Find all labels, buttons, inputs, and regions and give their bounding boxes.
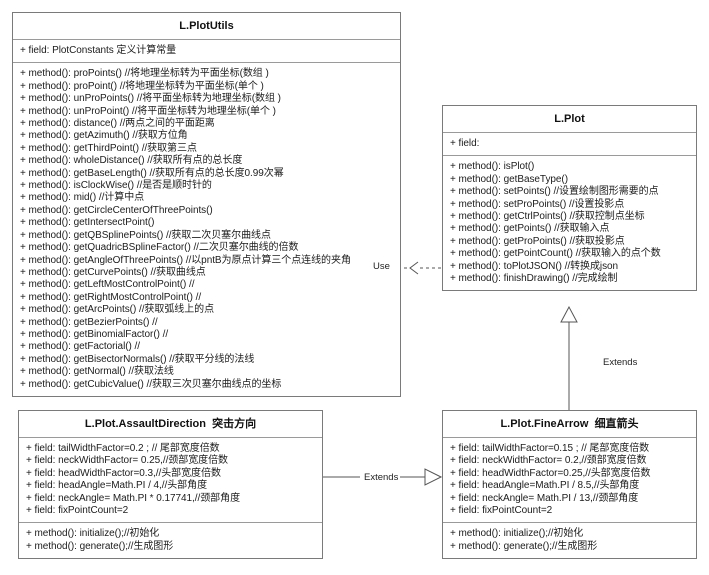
method-row: + method(): getFactorial() // [20, 341, 140, 353]
method-row: + method(): getNormal() //获取法线 [20, 366, 174, 378]
field-row: + field: headWidthFactor=0.25,//头部宽度倍数 [450, 467, 651, 479]
field-row: + field: fixPointCount=2 [26, 505, 129, 517]
method-row: + method(): getCtrlPoints() //获取控制点坐标 [450, 211, 645, 223]
field-row: + field: headAngle=Math.PI / 4,//头部角度 [26, 480, 208, 492]
method-row: + method(): isClockWise() //是否是顺时针的 [20, 180, 212, 192]
method-row: + method(): getIntersectPoint() [20, 217, 155, 229]
method-row: + method(): getPointCount() //获取输入的点个数 [450, 248, 661, 260]
method-row: + method(): toPlotJSON() //转换成json [450, 260, 619, 272]
connector-label-extends-assault: Extends [362, 472, 401, 483]
method-row: + method(): mid() //计算中点 [20, 192, 145, 204]
class-fields-plotutils: + field: PlotConstants 定义计算常量 [13, 40, 400, 64]
method-row: + method(): unProPoint() //将平面坐标转为地理坐标(单… [20, 105, 276, 117]
method-row: + method(): isPlot() [450, 161, 535, 173]
method-row: + method(): getArcPoints() //获取弧线上的点 [20, 304, 215, 316]
method-row: + method(): getBinomialFactor() // [20, 328, 169, 340]
field-row: + field: PlotConstants 定义计算常量 [20, 45, 177, 56]
method-row: + method(): getLeftMostControlPoint() // [20, 279, 195, 291]
field-row: + field: fixPointCount=2 [450, 505, 553, 517]
connector-label-extends-plot: Extends [601, 357, 640, 368]
method-row: + method(): getProPoints() //获取投影点 [450, 235, 625, 247]
method-row: + method(): initialize();//初始化 [450, 528, 584, 540]
class-name-cn: 突击方向 [212, 418, 257, 430]
class-box-fine-arrow[interactable]: L.Plot.FineArrow 细直箭头 + field: tailWidth… [442, 410, 697, 560]
field-row: + field: tailWidthFactor=0.2 ; // 尾部宽度倍数 [26, 443, 220, 454]
field-row: + field: [450, 138, 480, 149]
class-box-plotutils[interactable]: L.PlotUtils + field: PlotConstants 定义计算常… [12, 12, 401, 397]
method-row: + method(): getCurvePoints() //获取曲线点 [20, 266, 206, 278]
class-fields-plot: + field: [443, 133, 696, 157]
field-row: + field: neckWidthFactor= 0.2,//颈部宽度倍数 [450, 455, 647, 467]
method-row: + method(): proPoint() //将地理坐标转为平面坐标(单个 … [20, 80, 264, 92]
field-row: + field: neckAngle= Math.PI * 0.17741,//… [26, 492, 241, 504]
method-row: + method(): getCircleCenterOfThreePoints… [20, 204, 213, 216]
method-row: + method(): getBaseLength() //获取所有点的总长度0… [20, 167, 284, 179]
method-row: + method(): getBisectorNormals() //获取平分线… [20, 353, 255, 365]
method-row: + method(): getQuadricBSplineFactor() //… [20, 242, 299, 254]
class-box-assault-direction[interactable]: L.Plot.AssaultDirection 突击方向 + field: ta… [18, 410, 323, 560]
class-methods-assault-direction: + method(): initialize();//初始化 + method(… [19, 523, 322, 558]
class-box-plot[interactable]: L.Plot + field: + method(): isPlot() + m… [442, 105, 697, 292]
class-methods-fine-arrow: + method(): initialize();//初始化 + method(… [443, 523, 696, 558]
field-row: + field: neckAngle= Math.PI / 13,//颈部角度 [450, 492, 639, 504]
method-row: + method(): distance() //两点之间的平面距离 [20, 118, 215, 130]
connector-label-use: Use [371, 261, 392, 272]
field-row: + field: tailWidthFactor=0.15 ; // 尾部宽度倍… [450, 443, 650, 454]
field-row: + field: headAngle=Math.PI / 8.5,//头部角度 [450, 480, 640, 492]
class-fields-assault-direction: + field: tailWidthFactor=0.2 ; // 尾部宽度倍数… [19, 438, 322, 524]
class-name: L.Plot.AssaultDirection [84, 418, 206, 430]
field-row: + field: neckWidthFactor= 0.25,//颈部宽度倍数 [26, 455, 229, 467]
method-row: + method(): getRightMostControlPoint() /… [20, 291, 202, 303]
class-name: L.Plot.FineArrow [500, 418, 589, 430]
method-row: + method(): wholeDistance() //获取所有点的总长度 [20, 155, 243, 167]
class-fields-fine-arrow: + field: tailWidthFactor=0.15 ; // 尾部宽度倍… [443, 438, 696, 524]
field-row: + field: headWidthFactor=0.3,//头部宽度倍数 [26, 467, 221, 479]
method-row: + method(): getBaseType() [450, 173, 568, 185]
class-title-fine-arrow: L.Plot.FineArrow 细直箭头 [443, 411, 696, 438]
class-title-plot: L.Plot [443, 106, 696, 133]
method-row: + method(): getQBSplinePoints() //获取二次贝塞… [20, 229, 271, 241]
method-row: + method(): getAngleOfThreePoints() //以p… [20, 254, 351, 266]
method-row: + method(): setPoints() //设置绘制图形需要的点 [450, 186, 659, 198]
method-row: + method(): getPoints() //获取输入点 [450, 223, 610, 235]
method-row: + method(): getCubicValue() //获取三次贝塞尔曲线点… [20, 378, 282, 390]
method-row: + method(): generate();//生成图形 [450, 540, 598, 552]
class-methods-plotutils: + method(): proPoints() //将地理坐标转为平面坐标(数组… [13, 63, 400, 396]
connector-extends-plot [560, 305, 578, 410]
class-name: L.PlotUtils [179, 20, 234, 32]
class-title-assault-direction: L.Plot.AssaultDirection 突击方向 [19, 411, 322, 438]
class-title-plotutils: L.PlotUtils [13, 13, 400, 40]
method-row: + method(): generate();//生成图形 [26, 540, 174, 552]
method-row: + method(): setProPoints() //设置投影点 [450, 198, 625, 210]
method-row: + method(): proPoints() //将地理坐标转为平面坐标(数组… [20, 68, 269, 80]
class-name: L.Plot [554, 113, 585, 125]
method-row: + method(): unProPoints() //将平面坐标转为地理坐标(… [20, 93, 281, 105]
method-row: + method(): getThirdPoint() //获取第三点 [20, 142, 197, 154]
connector-extends-assault [323, 468, 443, 486]
method-row: + method(): initialize();//初始化 [26, 528, 160, 540]
class-methods-plot: + method(): isPlot() + method(): getBase… [443, 156, 696, 290]
method-row: + method(): getAzimuth() //获取方位角 [20, 130, 188, 142]
method-row: + method(): finishDrawing() //完成绘制 [450, 273, 618, 285]
method-row: + method(): getBezierPoints() // [20, 316, 158, 328]
class-name-cn: 细直箭头 [594, 418, 639, 430]
